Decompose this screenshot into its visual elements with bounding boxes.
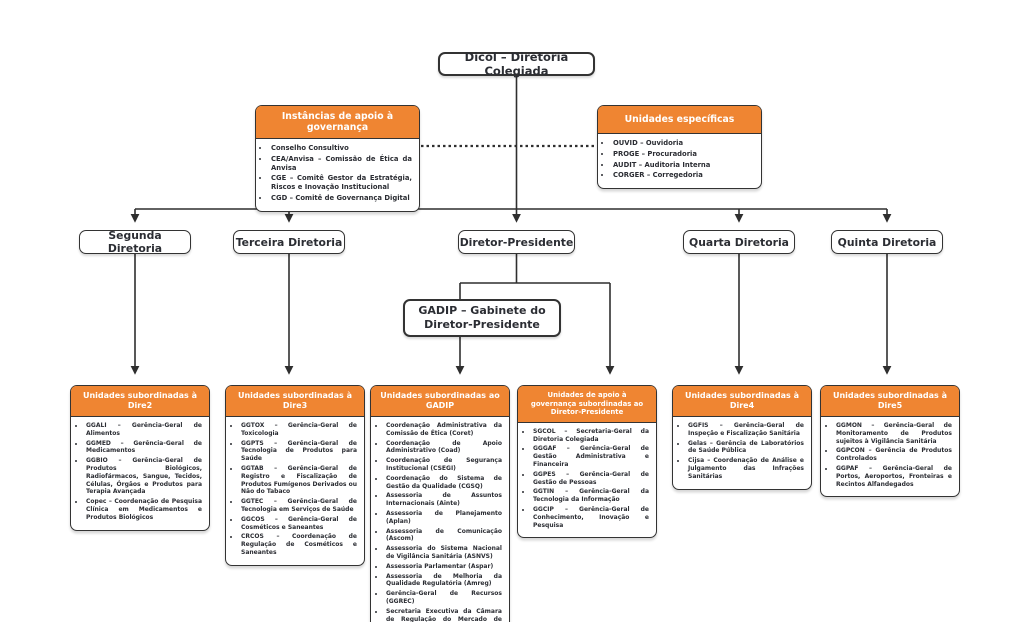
directorate-box-terceira: Terceira Diretoria — [233, 230, 345, 254]
dire3-units-box: Unidades subordinadas à Dire3 GGTOX – Ge… — [225, 385, 365, 566]
unit-list-item: Assessoria Parlamentar (Aspar) — [385, 563, 502, 571]
dire4-units-list: GGFIS – Gerência-Geral de Inspeção e Fis… — [673, 417, 811, 489]
dire3-units-list: GGTOX – Gerência-Geral de ToxicologiaGGP… — [226, 417, 364, 565]
unit-list-item: GGCIP – Gerência-Geral de Conhecimento, … — [532, 506, 649, 529]
unit-list-item: Assessoria de Assuntos Internacionais (A… — [385, 492, 502, 508]
unit-list-item: CORGER – Corregedoria — [612, 171, 754, 180]
unit-list-item: Secretaria Executiva da Câmara de Regula… — [385, 608, 502, 622]
dire2-units-box: Unidades subordinadas à Dire2 GGALI – Ge… — [70, 385, 210, 531]
terceira-diretoria-label: Terceira Diretoria — [235, 235, 343, 249]
unit-list-item: GGMED – Gerência-Geral de Medicamentos — [85, 440, 202, 456]
unit-list-item: GGALI – Gerência-Geral de Alimentos — [85, 422, 202, 438]
dire4-units-title: Unidades subordinadas à Dire4 — [684, 391, 799, 410]
dire2-units-title: Unidades subordinadas à Dire2 — [82, 391, 197, 410]
directorate-box-presidente: Diretor-Presidente — [458, 230, 575, 254]
governance-support-box: Instâncias de apoio à governança Conselh… — [255, 105, 420, 212]
dire5-units-list: GGMON – Gerência-Geral de Monitoramento … — [821, 417, 959, 496]
governance-support-list: Conselho ConsultivoCEA/Anvisa – Comissão… — [256, 139, 419, 211]
unit-list-item: Copec – Coordenação de Pesquisa Clínica … — [85, 498, 202, 521]
apoio-dp-units-title: Unidades de apoio à governança subordina… — [530, 391, 644, 417]
dire3-units-header: Unidades subordinadas à Dire3 — [226, 386, 364, 417]
dire2-units-list: GGALI – Gerência-Geral de AlimentosGGMED… — [71, 417, 209, 530]
unit-list-item: Coordenação do Sistema de Gestão da Qual… — [385, 475, 502, 491]
directorate-box-segunda: Segunda Diretoria — [79, 229, 191, 255]
unit-list-item: CGE – Comitê Gestor da Estratégia, Risco… — [270, 174, 412, 192]
specific-units-list: OUVID – OuvidoriaPROGE – ProcuradoriaAUD… — [598, 134, 761, 188]
unit-list-item: CRCOS – Coordenação de Regulação de Cosm… — [240, 533, 357, 556]
unit-list-item: GGTOX – Gerência-Geral de Toxicologia — [240, 422, 357, 438]
unit-list-item: Assessoria de Comunicação (Ascom) — [385, 528, 502, 544]
dicol-box: Dicol – Diretoria Colegiada — [438, 50, 595, 78]
unit-list-item: Cijsa – Coordenação de Análise e Julgame… — [687, 457, 804, 480]
apoio-dp-units-box: Unidades de apoio à governança subordina… — [517, 385, 657, 539]
unit-list-item: Assessoria de Planejamento (Aplan) — [385, 510, 502, 526]
governance-support-header: Instâncias de apoio à governança — [256, 106, 419, 139]
specific-units-title: Unidades específicas — [624, 114, 735, 125]
unit-list-item: GGPTS – Gerência-Geral de Tecnologia de … — [240, 440, 357, 463]
unit-list-item: SGCOL – Secretaria-Geral da Diretoria Co… — [532, 428, 649, 444]
unit-list-item: Coordenação de Segurança Institucional (… — [385, 457, 502, 473]
unit-list-item: CEA/Anvisa – Comissão de Ética da Anvisa — [270, 155, 412, 173]
dire4-units-box: Unidades subordinadas à Dire4 GGFIS – Ge… — [672, 385, 812, 490]
quarta-diretoria-label: Quarta Diretoria — [689, 235, 789, 249]
unit-list-item: Assessoria de Melhoria da Qualidade Regu… — [385, 573, 502, 589]
unit-list-item: GGMON – Gerência-Geral de Monitoramento … — [835, 422, 952, 445]
unit-list-item: Gelas – Gerência de Laboratórios de Saúd… — [687, 440, 804, 456]
quinta-diretoria-label: Quinta Diretoria — [837, 235, 937, 249]
apoio-dp-units-list: SGCOL – Secretaria-Geral da Diretoria Co… — [518, 423, 656, 538]
unit-list-item: Coordenação Administrativa da Comissão d… — [385, 422, 502, 438]
unit-list-item: Conselho Consultivo — [270, 144, 412, 153]
gadip-box: GADIP – Gabinete do Diretor-Presidente — [403, 299, 561, 337]
unit-list-item: CGD – Comitê de Governança Digital — [270, 194, 412, 203]
unit-list-item: GGBIO – Gerência-Geral de Produtos Bioló… — [85, 457, 202, 496]
gadip-label: GADIP – Gabinete do Diretor-Presidente — [418, 304, 546, 331]
unit-list-item: GGPCON – Gerência de Produtos Controlado… — [835, 447, 952, 463]
unit-list-item: OUVID – Ouvidoria — [612, 139, 754, 148]
unit-list-item: PROGE – Procuradoria — [612, 150, 754, 159]
directorate-box-quarta: Quarta Diretoria — [683, 230, 795, 254]
apoio-dp-units-header: Unidades de apoio à governança subordina… — [518, 386, 656, 423]
directorate-box-quinta: Quinta Diretoria — [831, 230, 943, 254]
dicol-label: Dicol – Diretoria Colegiada — [464, 50, 569, 78]
dire5-units-header: Unidades subordinadas à Dire5 — [821, 386, 959, 417]
dire2-units-header: Unidades subordinadas à Dire2 — [71, 386, 209, 417]
dire3-units-title: Unidades subordinadas à Dire3 — [237, 391, 352, 410]
dire5-units-box: Unidades subordinadas à Dire5 GGMON – Ge… — [820, 385, 960, 498]
unit-list-item: GGGAF – Gerência-Geral de Gestão Adminis… — [532, 445, 649, 468]
dire5-units-title: Unidades subordinadas à Dire5 — [832, 391, 947, 410]
segunda-diretoria-label: Segunda Diretoria — [107, 229, 163, 255]
dire4-units-header: Unidades subordinadas à Dire4 — [673, 386, 811, 417]
gadip-units-box: Unidades subordinadas ao GADIP Coordenaç… — [370, 385, 510, 622]
gadip-units-list: Coordenação Administrativa da Comissão d… — [371, 417, 509, 622]
unit-list-item: GGFIS – Gerência-Geral de Inspeção e Fis… — [687, 422, 804, 438]
unit-list-item: Assessoria do Sistema Nacional de Vigilâ… — [385, 545, 502, 561]
unit-list-item: Coordenação de Apoio Administrativo (Coa… — [385, 440, 502, 456]
unit-list-item: GGPES – Gerência-Geral de Gestão de Pess… — [532, 471, 649, 487]
gadip-units-header: Unidades subordinadas ao GADIP — [371, 386, 509, 417]
unit-list-item: AUDIT – Auditoria Interna — [612, 161, 754, 170]
governance-support-title: Instâncias de apoio à governança — [281, 111, 394, 133]
gadip-units-title: Unidades subordinadas ao GADIP — [380, 391, 500, 410]
unit-list-item: GGTIN – Gerência-Geral da Tecnologia da … — [532, 488, 649, 504]
unit-list-item: Gerência-Geral de Recursos (GGREC) — [385, 590, 502, 606]
unit-list-item: GGTAB – Gerência-Geral de Registro e Fis… — [240, 465, 357, 496]
specific-units-header: Unidades específicas — [598, 106, 761, 134]
specific-units-box: Unidades específicas OUVID – OuvidoriaPR… — [597, 105, 762, 190]
unit-list-item: GGTEC – Gerência-Geral de Tecnologia em … — [240, 498, 357, 514]
diretor-presidente-label: Diretor-Presidente — [459, 235, 574, 249]
unit-list-item: GGPAF – Gerência-Geral de Portos, Aeropo… — [835, 465, 952, 488]
unit-list-item: GGCOS – Gerência-Geral de Cosméticos e S… — [240, 516, 357, 532]
